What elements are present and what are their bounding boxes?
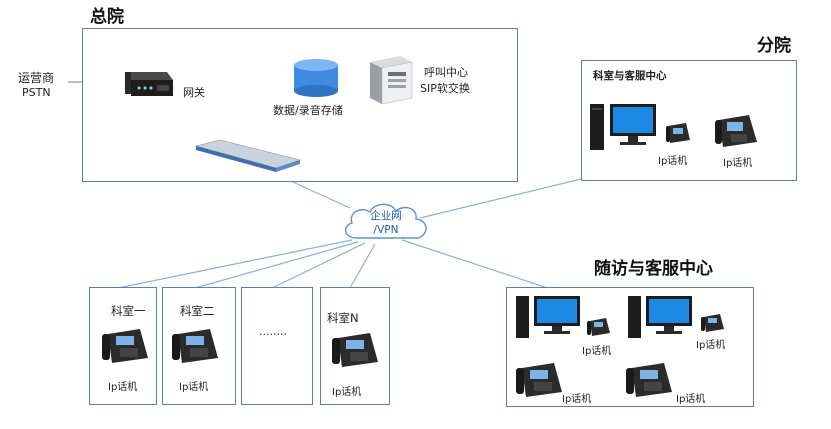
desk-phone-icon: [701, 314, 724, 332]
router-icon: [194, 139, 302, 172]
computer-icon: [628, 296, 692, 338]
callcenter-label: 呼叫中心: [424, 66, 468, 79]
followup-phone-label-3: Ip话机: [562, 394, 592, 405]
dept2-link: [194, 241, 359, 289]
computer-icon: [516, 296, 580, 338]
followup-phone-label-2: Ip话机: [696, 340, 726, 351]
server-icon: [370, 56, 413, 105]
dept-1-phone-label: Ip话机: [108, 382, 138, 393]
dept-n-phone-label: Ip话机: [332, 387, 362, 398]
computer-icon: [590, 104, 656, 150]
branch-panel-title: 科室与客服中心: [593, 70, 667, 82]
dept-2-name: 科室二: [180, 304, 215, 318]
dept-3-name: ........: [259, 325, 287, 338]
dept-2-phone-label: Ip话机: [179, 382, 209, 393]
carrier-label: 运营商: [18, 71, 55, 85]
desk-phone-icon: [715, 115, 757, 147]
cloud-label-2: /VPN: [373, 224, 399, 236]
branch-phone-label-1: Ip话机: [658, 156, 688, 167]
followup-phone-label-1: Ip话机: [582, 346, 612, 357]
followup-link: [401, 239, 561, 293]
hq-title: 总院: [90, 7, 124, 27]
database-icon: [294, 59, 338, 97]
followup-phone-label-4: Ip话机: [676, 394, 706, 405]
dept-3-panel: [241, 287, 313, 405]
desk-phone-icon: [102, 329, 148, 363]
branch-title: 分院: [757, 36, 791, 56]
cloud-label-1: 企业网: [370, 210, 402, 222]
dept1-link: [117, 239, 353, 289]
desk-phone-icon: [587, 318, 610, 336]
dept-1-name: 科室一: [111, 304, 146, 318]
gateway-icon: [125, 72, 173, 96]
desk-phone-icon: [332, 333, 378, 367]
hq-panel: [82, 28, 518, 182]
carrier-sub-label: PSTN: [22, 86, 51, 99]
desk-phone-icon: [516, 363, 562, 397]
desk-phone-icon: [666, 123, 690, 143]
gateway-label: 网关: [183, 86, 205, 99]
storage-label: 数据/录音存储: [273, 104, 343, 117]
deptn-link: [349, 243, 376, 289]
branch-phone-label-2: Ip话机: [723, 158, 753, 169]
dept-n-name: 科室N: [327, 311, 359, 325]
dept3-link: [271, 242, 366, 289]
desk-phone-icon: [172, 329, 218, 363]
desk-phone-icon: [626, 363, 672, 397]
cloud-icon: [345, 203, 427, 239]
followup-title: 随访与客服中心: [594, 259, 713, 279]
dept-1-panel: [89, 287, 157, 405]
softswitch-label: SIP软交换: [420, 82, 470, 95]
